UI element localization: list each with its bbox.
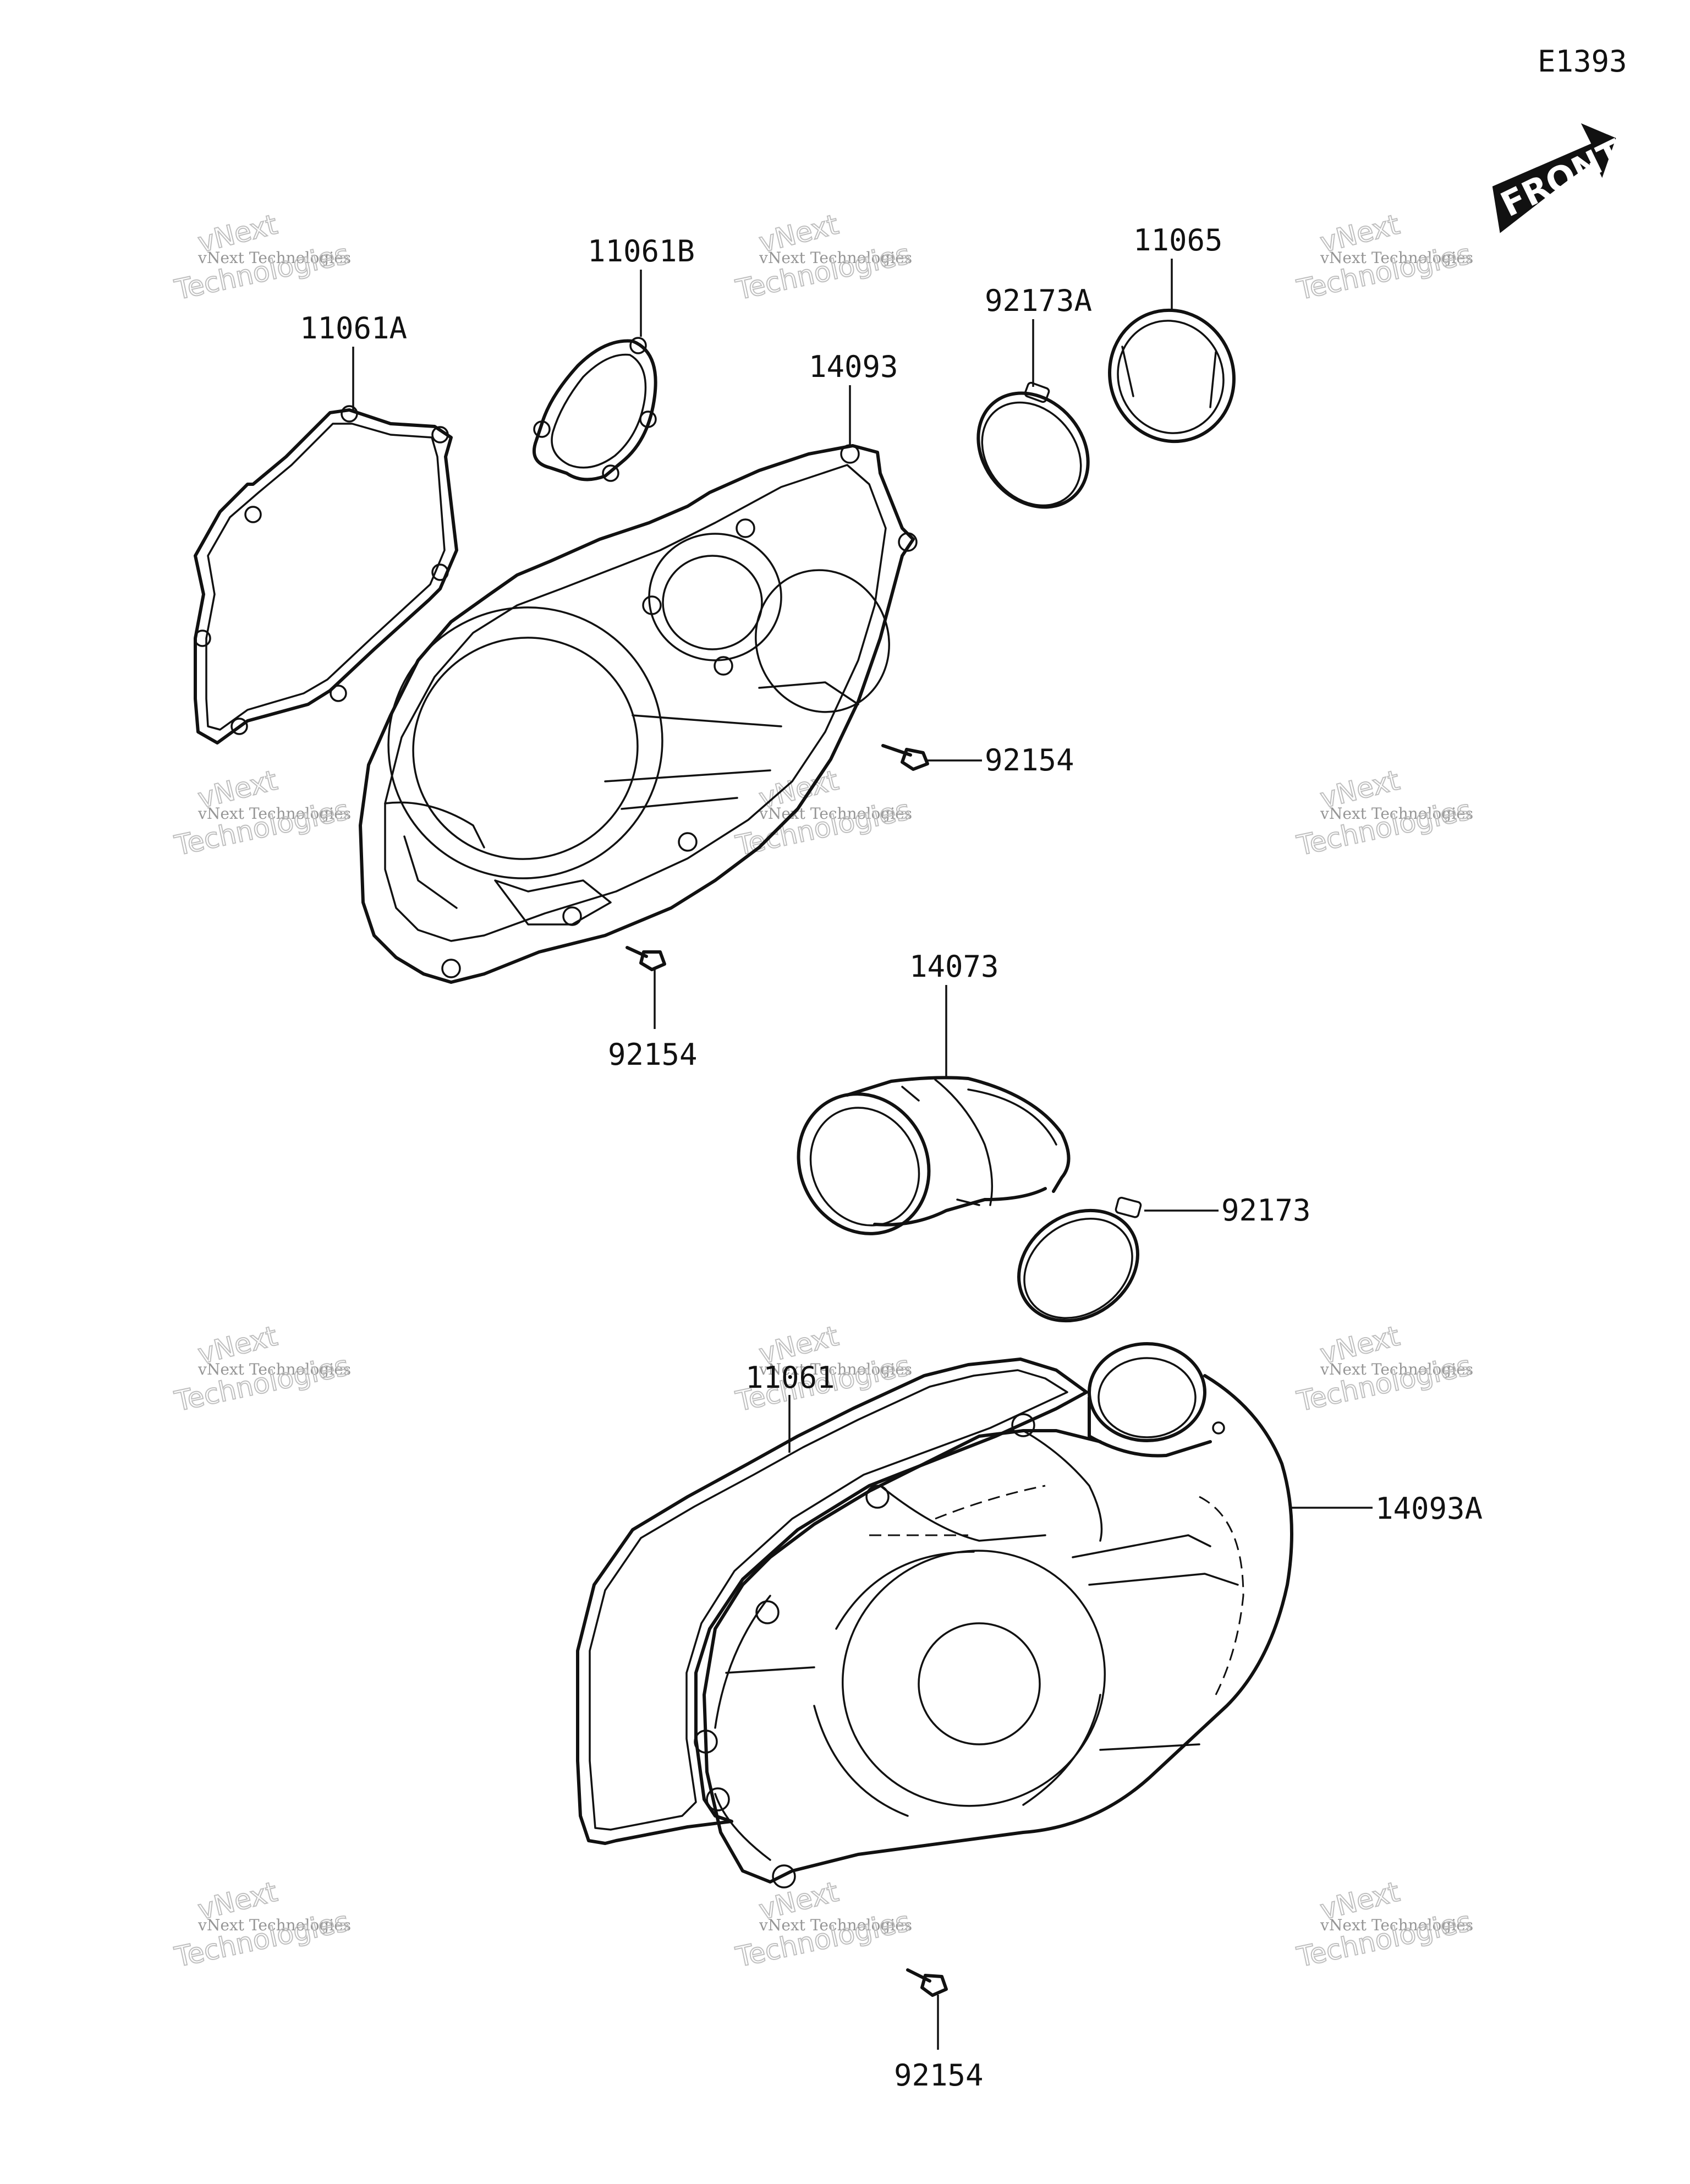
callout-14073[interactable]: 14073: [909, 949, 999, 984]
callout-14093a[interactable]: 14093A: [1375, 1491, 1483, 1526]
svg-text:vNext Technologies: vNext Technologies: [759, 249, 912, 267]
duct-14073[interactable]: [774, 1071, 1071, 1257]
front-arrow-icon: FRONT: [1492, 123, 1629, 233]
callout-11061b[interactable]: 11061B: [588, 234, 695, 269]
callout-92173[interactable]: 92173: [1221, 1193, 1311, 1228]
diagram-code: E1393: [1538, 44, 1627, 79]
svg-text:vNext Technologies: vNext Technologies: [197, 249, 351, 267]
svg-text:vNext Technologies: vNext Technologies: [197, 1916, 351, 1934]
callout-11061a[interactable]: 11061A: [300, 311, 407, 346]
callout-11061[interactable]: 11061: [745, 1360, 835, 1395]
clamp-92173a[interactable]: [956, 371, 1111, 529]
callout-92154-3[interactable]: 92154: [894, 2058, 984, 2093]
callout-92154-2[interactable]: 92154: [608, 1037, 698, 1072]
svg-text:vNext Technologies: vNext Technologies: [1320, 804, 1473, 823]
callout-92173a[interactable]: 92173A: [985, 283, 1092, 318]
svg-text:vNext Technologies: vNext Technologies: [1320, 1360, 1473, 1378]
svg-text:vNext Technologies: vNext Technologies: [759, 1360, 912, 1378]
bolt-92154-3[interactable]: [906, 1968, 948, 1997]
svg-text:vNext Technologies: vNext Technologies: [1320, 1916, 1473, 1934]
clamp-92173[interactable]: [997, 1188, 1159, 1344]
svg-text:vNext Technologies: vNext Technologies: [1320, 249, 1473, 267]
cover-14093a[interactable]: [694, 1342, 1293, 1889]
bolt-92154-1[interactable]: [881, 744, 929, 771]
bolt-92154-2[interactable]: [625, 946, 666, 971]
gasket-11061a[interactable]: [194, 405, 458, 745]
callout-14093[interactable]: 14093: [809, 349, 898, 384]
svg-text:vNext Technologies: vNext Technologies: [197, 804, 351, 823]
ring-11065[interactable]: [1091, 293, 1253, 459]
svg-text:vNext Technologies: vNext Technologies: [197, 1360, 351, 1378]
gasket-11061b[interactable]: [533, 337, 657, 482]
cover-14093[interactable]: [341, 444, 918, 984]
svg-text:vNext Technologies: vNext Technologies: [759, 804, 912, 823]
svg-text:vNext Technologies: vNext Technologies: [759, 1916, 912, 1934]
callout-11065[interactable]: 11065: [1133, 223, 1223, 258]
gasket-11061[interactable]: [576, 1358, 1088, 1845]
callout-92154-1[interactable]: 92154: [985, 743, 1074, 778]
